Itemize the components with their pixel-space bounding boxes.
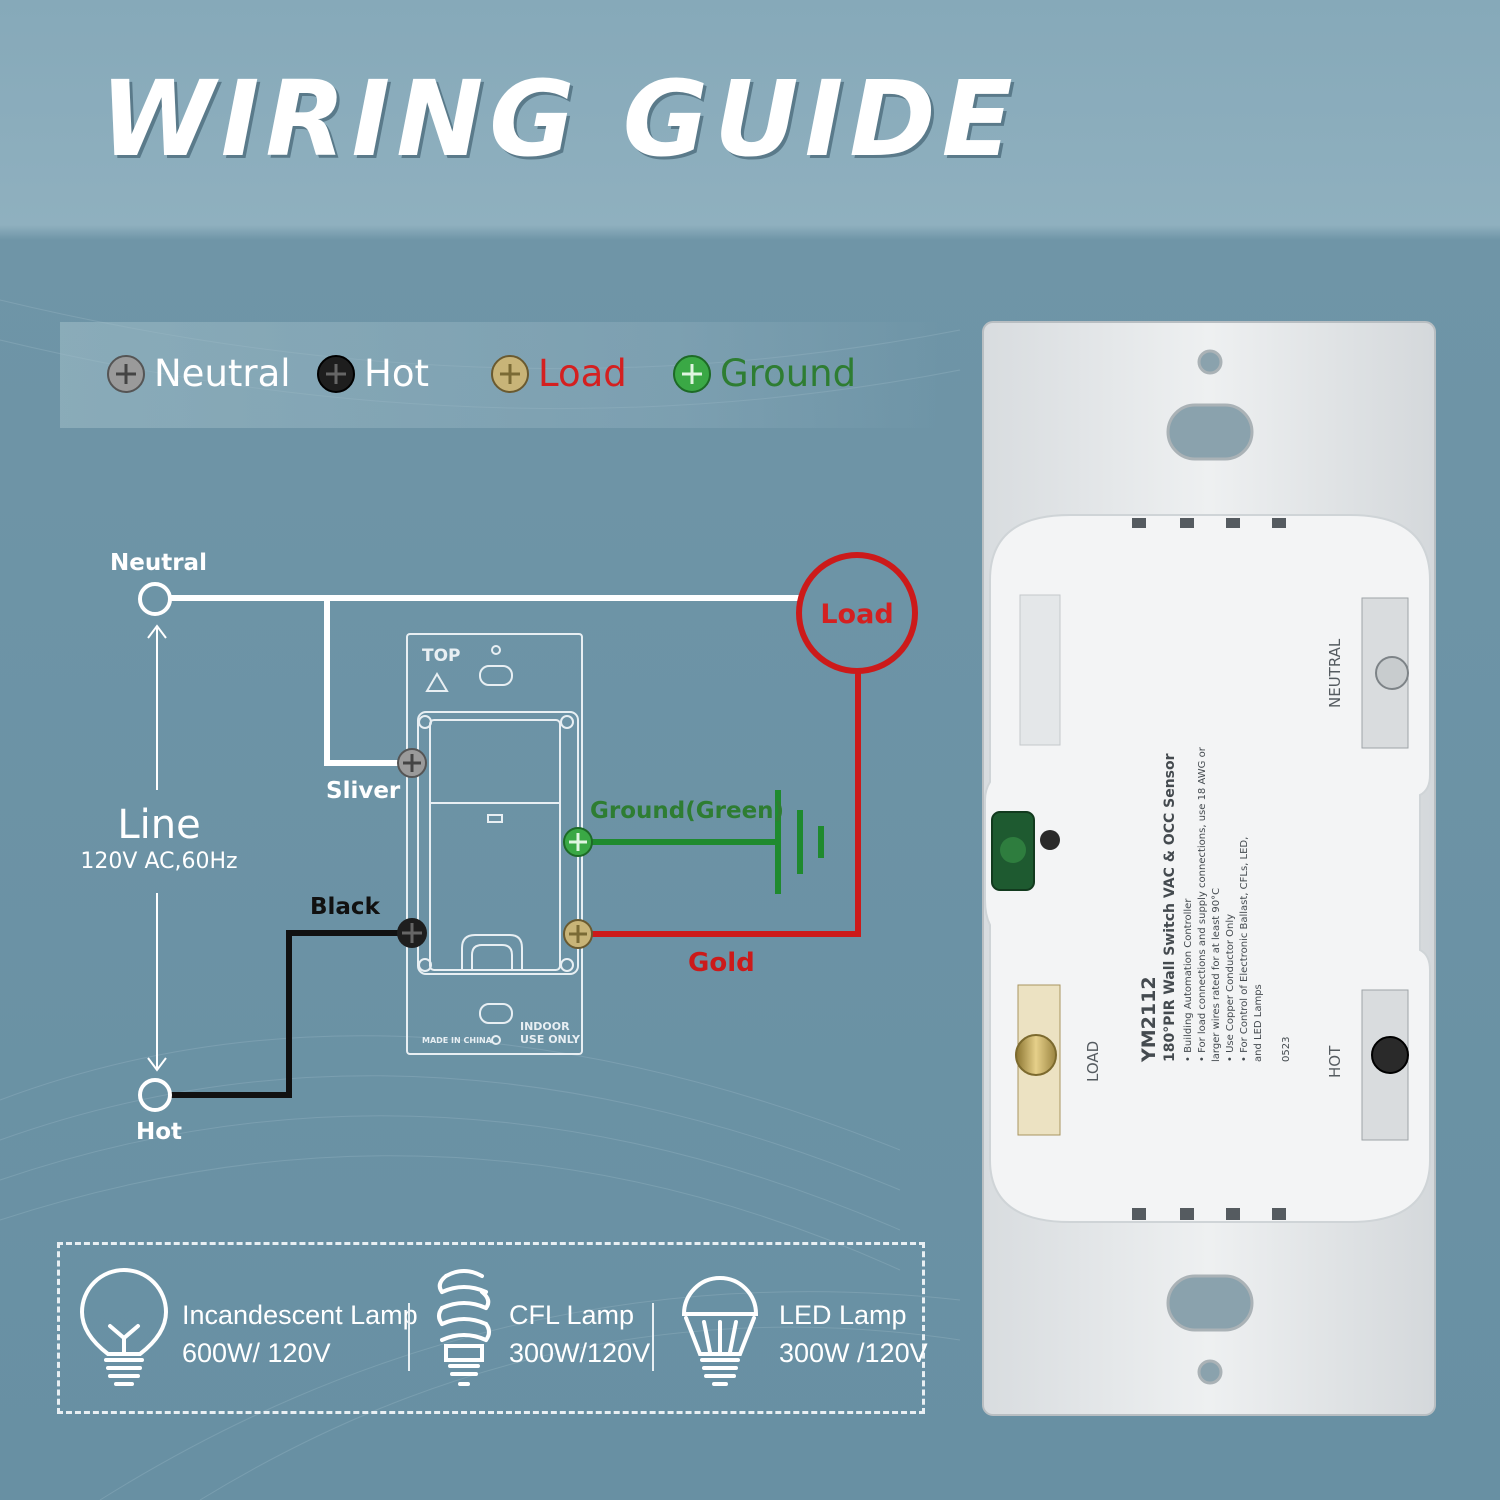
switch-indoor-label: INDOOR xyxy=(520,1020,570,1033)
hot-label: Hot xyxy=(136,1119,182,1145)
lamp-divider xyxy=(652,1303,654,1371)
neutral-label: Neutral xyxy=(110,550,207,576)
lamp-cfl-rating: 300W/120V xyxy=(509,1338,651,1368)
device-label: YM2112 180°PIR Wall Switch VAC & OCC Sen… xyxy=(1138,746,1292,1063)
neutral-screw-terminal xyxy=(1361,597,1409,749)
housing-vents xyxy=(1132,518,1286,1220)
page-title: WIRING GUIDE xyxy=(100,58,1019,180)
lamp-led-name: LED Lamp xyxy=(779,1300,907,1330)
gold-label: Gold xyxy=(688,948,755,978)
legend-hot: Hot xyxy=(316,352,429,395)
device-description: 180°PIR Wall Switch VAC & OCC Sensor xyxy=(1162,753,1178,1062)
led-bulb-icon xyxy=(681,1276,759,1386)
neutral-terminal xyxy=(138,582,172,616)
lamp-cfl: CFL Lamp 300W/120V xyxy=(509,1296,650,1372)
legend-hot-label: Hot xyxy=(364,352,429,395)
line-arrow xyxy=(147,624,167,1072)
ground-label: Ground(Green) xyxy=(590,798,784,824)
neutral-wire xyxy=(170,595,800,766)
neutral-screw-icon xyxy=(107,354,145,393)
switch-made-label: MADE IN CHINA xyxy=(422,1036,493,1045)
device-note-1: • Building Automation Controller xyxy=(1183,898,1194,1062)
hot-terminal xyxy=(138,1078,172,1112)
left-clip-top xyxy=(1019,594,1061,746)
hot-screw-terminal xyxy=(1361,989,1409,1141)
ground-symbol xyxy=(775,790,824,894)
line-label: Line xyxy=(117,802,200,848)
load-wire xyxy=(590,672,861,937)
green-screw-icon xyxy=(563,827,593,857)
switch-outline xyxy=(406,633,583,1055)
sliver-label: Sliver xyxy=(326,778,401,804)
device-note-3: larger wires rated for at least 90°C xyxy=(1211,888,1222,1062)
hot-screw-icon xyxy=(317,354,355,393)
device-note-4: • Use Copper Conductor Only xyxy=(1225,914,1236,1062)
gold-screw-icon xyxy=(563,919,593,949)
legend-ground: Ground xyxy=(672,352,856,395)
device-date-code: 0523 xyxy=(1281,1037,1292,1062)
lamp-led-rating: 300W /120V xyxy=(779,1338,928,1368)
black-label: Black xyxy=(310,894,381,920)
load-screw-icon xyxy=(491,354,529,393)
silver-screw-icon xyxy=(397,748,427,778)
line-spec-label: 120V AC,60Hz xyxy=(80,849,237,874)
mounting-slot-top xyxy=(1166,403,1254,461)
mounting-slot-bottom xyxy=(1166,1274,1254,1332)
switch-housing xyxy=(984,514,1431,1223)
lamp-incandescent-rating: 600W/ 120V xyxy=(182,1338,331,1368)
lamp-incandescent-name: Incandescent Lamp xyxy=(182,1300,418,1330)
lamp-cfl-name: CFL Lamp xyxy=(509,1300,635,1330)
legend-load-label: Load xyxy=(538,352,627,395)
switch-top-label: TOP xyxy=(422,646,461,666)
lamp-incandescent: Incandescent Lamp 600W/ 120V xyxy=(182,1296,418,1372)
lamp-ratings-box xyxy=(57,1242,925,1414)
mounting-hole-top xyxy=(1197,349,1223,375)
hot-wire xyxy=(170,930,402,1098)
switch-use-only-label: USE ONLY xyxy=(520,1033,581,1046)
legend-neutral: Neutral xyxy=(106,352,291,395)
terminal-neutral-label: NEUTRAL xyxy=(1326,638,1344,708)
device-model: YM2112 xyxy=(1138,976,1160,1063)
cfl-bulb-icon xyxy=(437,1269,491,1386)
device-note-5: • For Control of Electronic Ballast, CFL… xyxy=(1239,837,1250,1062)
terminal-hot-label: HOT xyxy=(1326,1045,1344,1078)
incandescent-bulb-icon xyxy=(79,1268,169,1386)
legend-neutral-label: Neutral xyxy=(154,352,291,395)
lamp-divider xyxy=(408,1303,410,1371)
load-circle xyxy=(796,552,918,674)
load-screw-terminal xyxy=(1015,984,1061,1136)
legend-ground-label: Ground xyxy=(720,352,857,395)
device-note-6: and LED Lamps xyxy=(1253,984,1264,1062)
ground-screw-icon xyxy=(673,354,711,393)
green-ground-screw xyxy=(991,811,1060,891)
load-label: Load xyxy=(820,599,893,630)
lamp-led: LED Lamp 300W /120V xyxy=(779,1296,928,1372)
black-screw-icon xyxy=(397,918,427,948)
legend-load: Load xyxy=(490,352,627,395)
device-note-2: • For load connections and supply connec… xyxy=(1197,746,1208,1062)
terminal-load-label: LOAD xyxy=(1084,1041,1102,1082)
mounting-hole-bottom xyxy=(1197,1359,1223,1385)
